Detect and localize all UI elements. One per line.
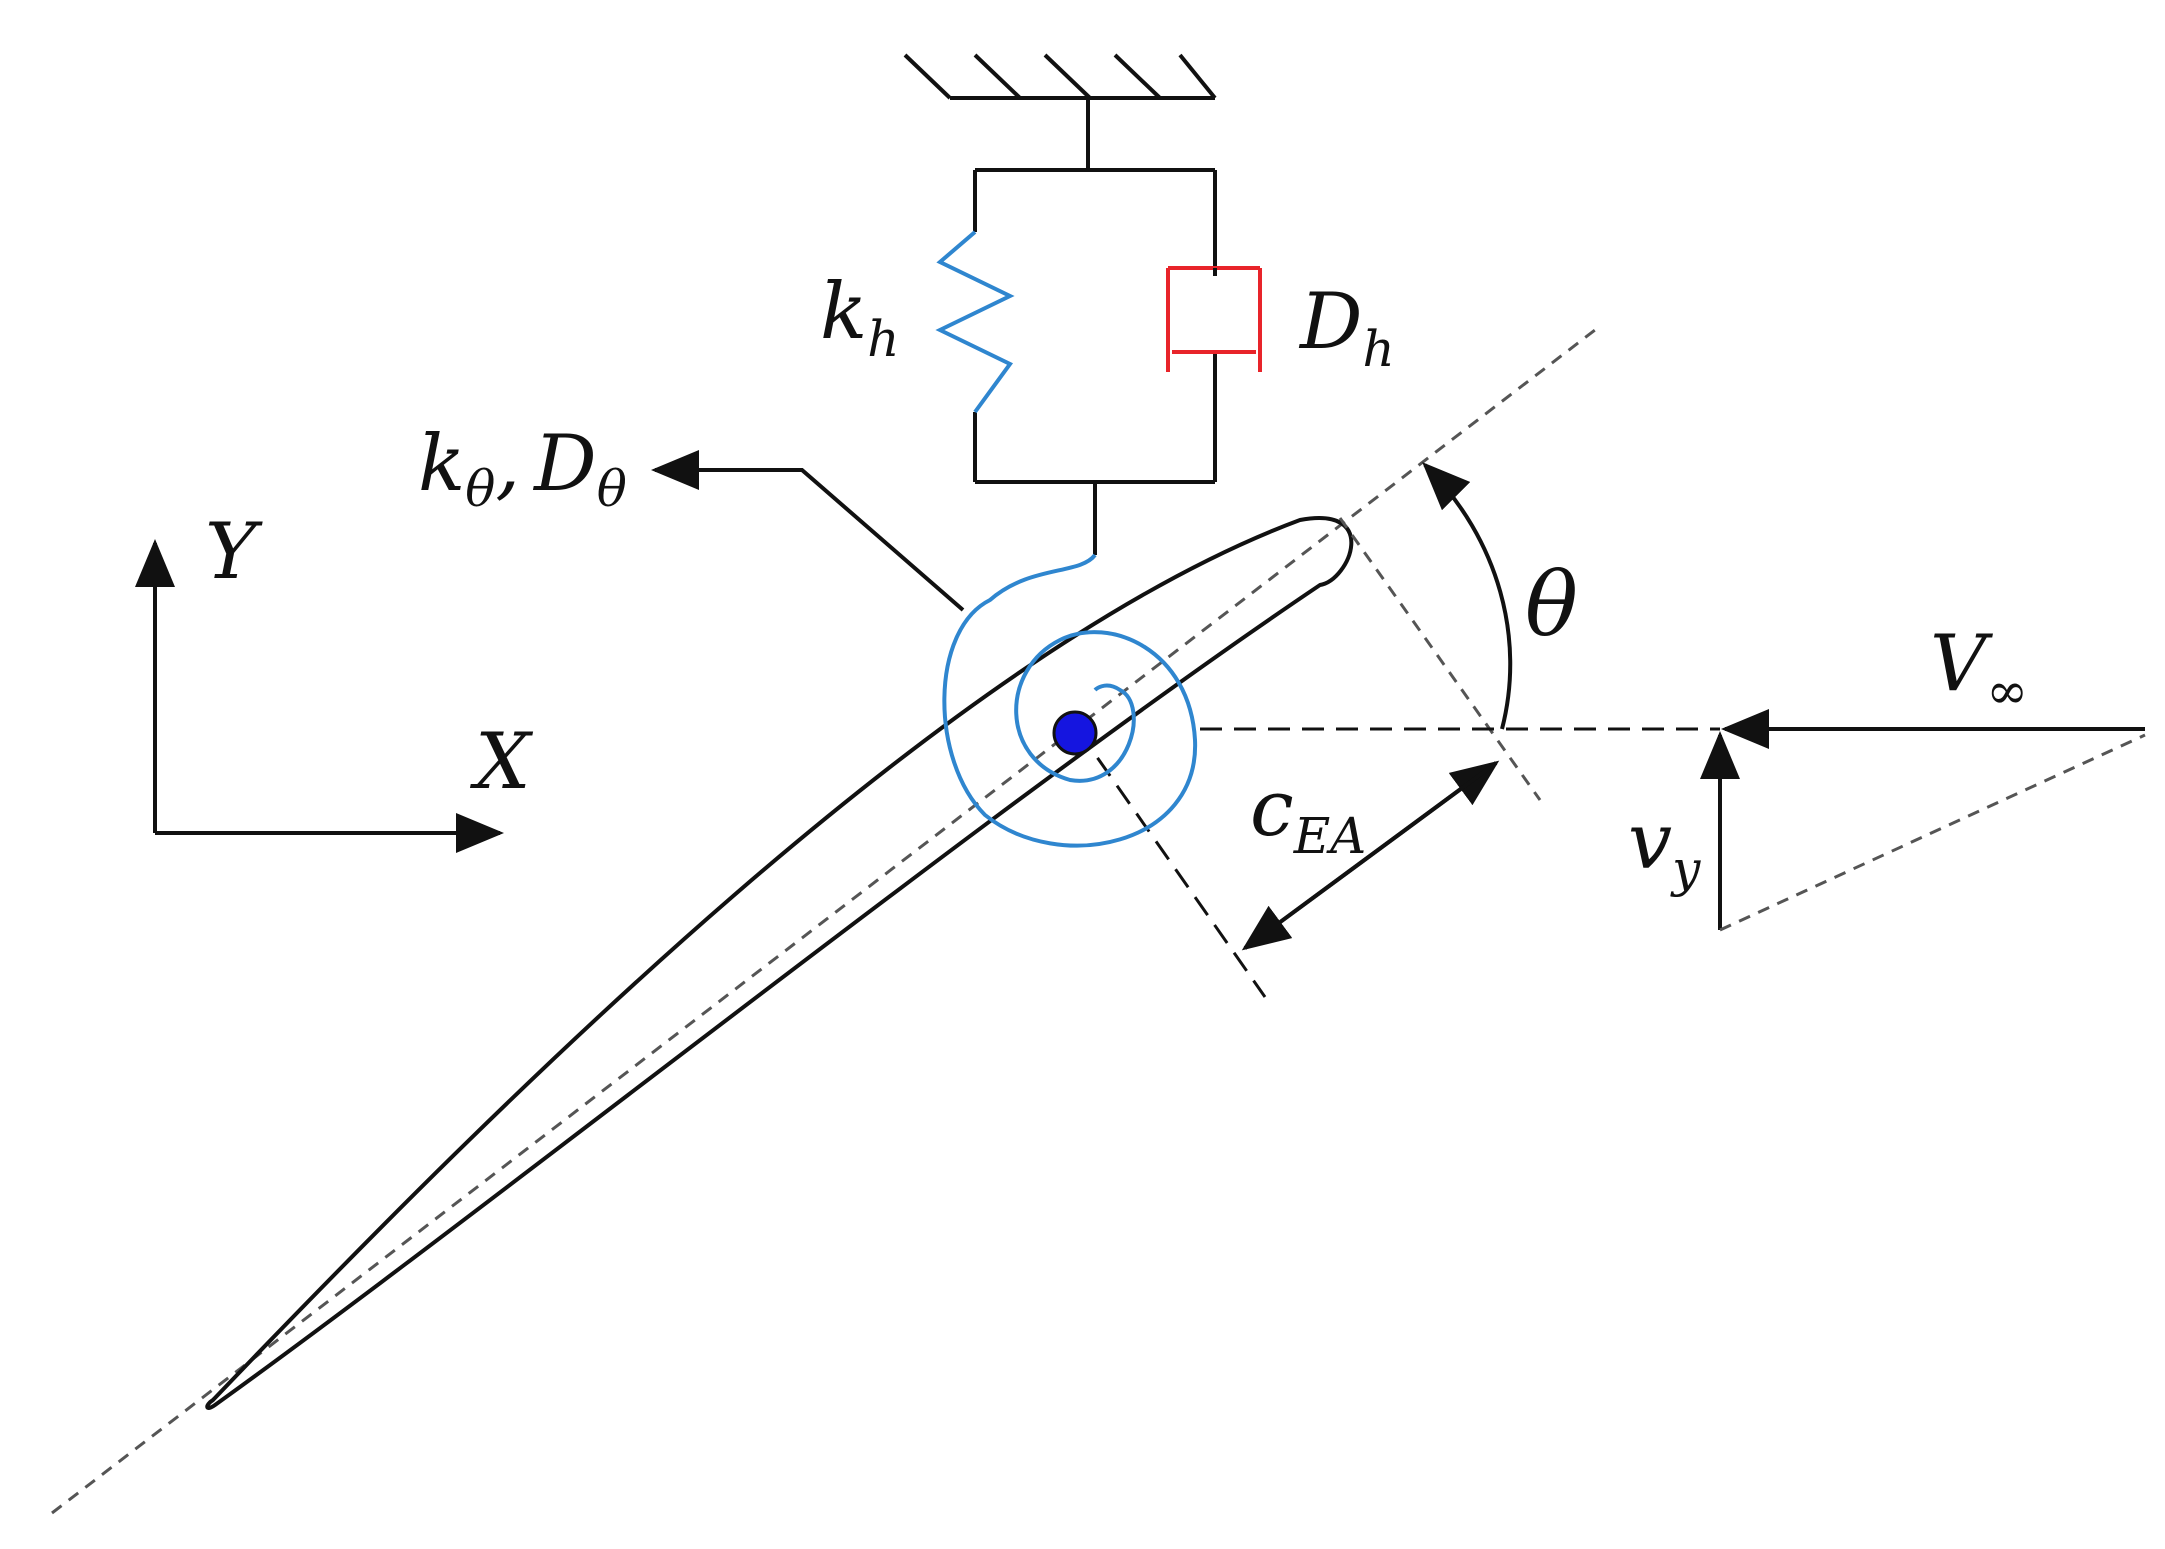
elastic-axis-offset-dimension bbox=[1241, 760, 1500, 951]
label-d-h: Dh bbox=[1298, 277, 1395, 378]
chord-line bbox=[51, 328, 1596, 1515]
airfoil bbox=[205, 516, 1354, 1410]
label-v-infinity: V∞ bbox=[1930, 619, 2028, 720]
suspension-frame bbox=[973, 168, 1217, 555]
label-v-y: vy bbox=[1628, 797, 1701, 898]
resultant-velocity-line bbox=[1719, 733, 2146, 932]
heave-damper bbox=[1166, 266, 1262, 372]
label-x-axis: X bbox=[469, 717, 534, 807]
heave-spring bbox=[935, 230, 1015, 414]
label-c-ea: cEA bbox=[1250, 764, 1366, 865]
leading-edge-perpendicular bbox=[1338, 517, 1542, 801]
ground-support bbox=[903, 53, 1217, 170]
label-theta: θ bbox=[1525, 553, 1578, 656]
torsional-spring bbox=[942, 553, 1198, 848]
coordinate-axes bbox=[135, 539, 504, 853]
label-k-theta-d-theta: kθ,Dθ bbox=[418, 419, 627, 518]
label-y-axis: Y bbox=[205, 507, 263, 597]
elastic-axis-node bbox=[1052, 710, 1098, 756]
label-k-h: kh bbox=[820, 267, 899, 368]
torsion-label-pointer bbox=[651, 450, 965, 612]
pitch-angle-arc bbox=[1422, 462, 1513, 730]
elastic-axis-perpendicular bbox=[1076, 729, 1267, 998]
